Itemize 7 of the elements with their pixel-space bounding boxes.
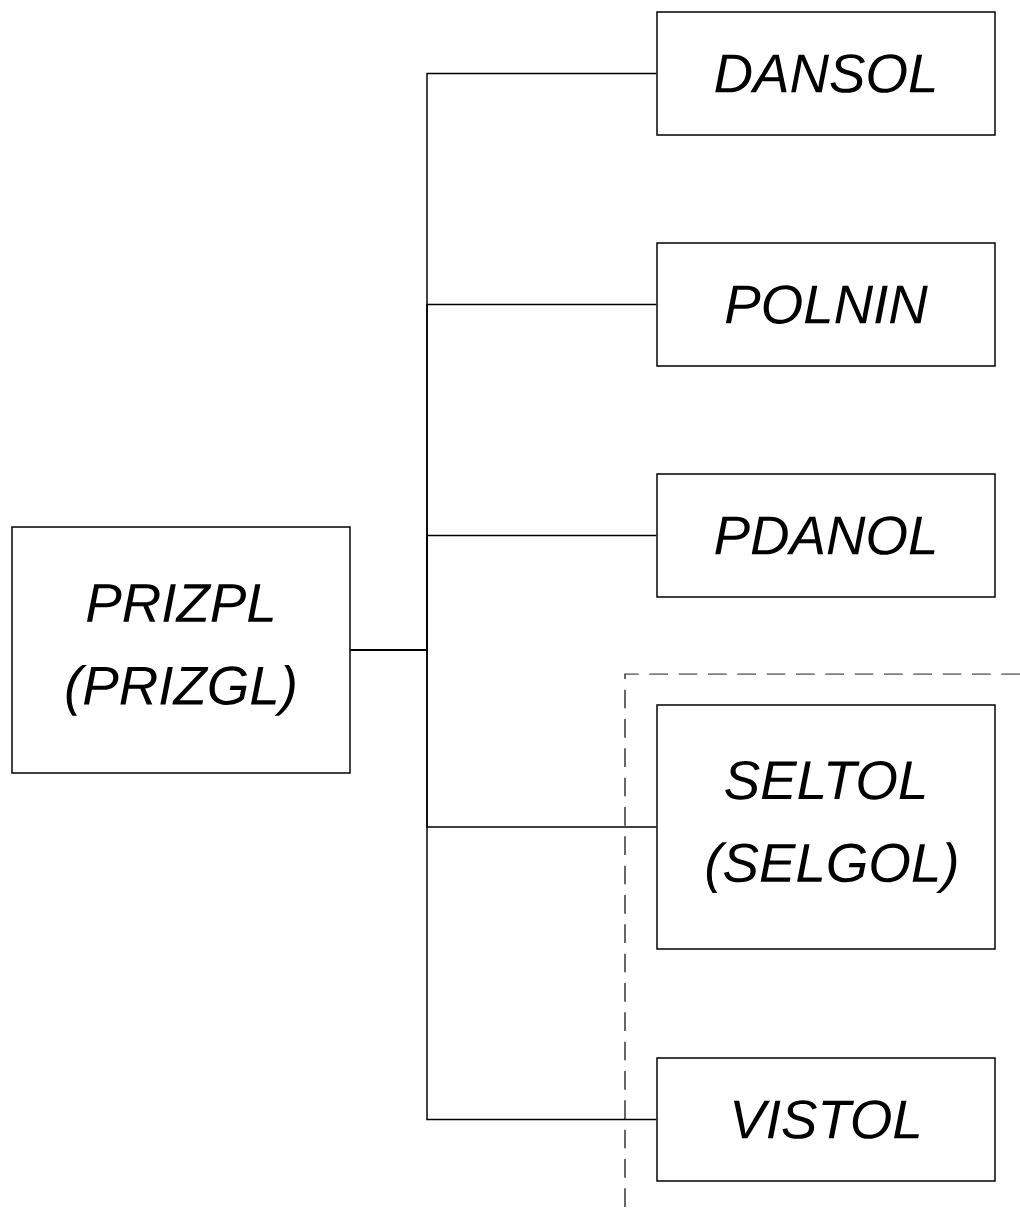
process-box: POLNIN: [656, 242, 996, 367]
connector-line: [350, 649, 657, 1121]
process-box: DANSOL: [656, 11, 996, 136]
process-box: PDANOL: [656, 473, 996, 598]
process-box: SELTOL (SELGOL): [656, 704, 996, 950]
process-box: VISTOL: [656, 1057, 996, 1182]
process-box: PRIZPL (PRIZGL): [11, 526, 351, 774]
